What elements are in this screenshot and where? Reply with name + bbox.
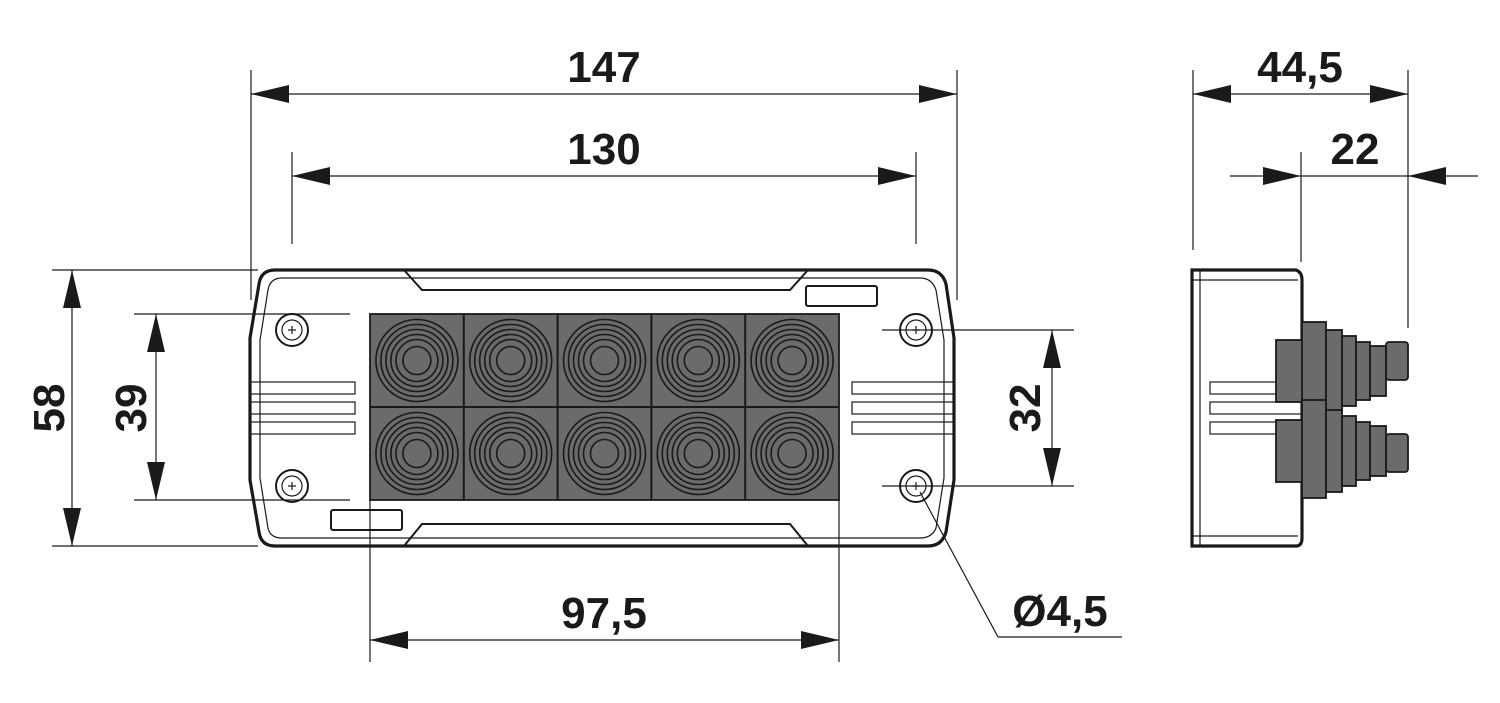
dim-overall-height: 58 bbox=[25, 384, 74, 433]
side-housing bbox=[1190, 268, 1304, 548]
dim-hole-diameter: Ø4,5 bbox=[1012, 587, 1107, 636]
bottom-rib bbox=[403, 523, 809, 547]
front-view bbox=[248, 268, 956, 548]
label-pad-top bbox=[805, 285, 878, 307]
dim-connector-depth: 22 bbox=[1331, 125, 1380, 174]
side-view bbox=[1190, 268, 1409, 548]
top-rib bbox=[403, 269, 809, 291]
mounting-hole-bottom-left bbox=[275, 469, 309, 503]
grommet bbox=[462, 314, 553, 407]
label-pad-bottom bbox=[330, 509, 403, 531]
grommet bbox=[556, 314, 647, 407]
dim-insert-width: 97,5 bbox=[561, 589, 647, 638]
side-slots-left bbox=[249, 381, 356, 435]
grommet bbox=[462, 407, 553, 500]
dim-hole-spacing-height: 39 bbox=[107, 384, 156, 433]
grommet bbox=[375, 318, 459, 403]
dim-hole-spacing-width: 130 bbox=[567, 125, 640, 174]
dimension-lines bbox=[52, 70, 1478, 662]
cable-gland-bottom bbox=[1275, 399, 1409, 499]
dim-insert-height: 32 bbox=[1001, 384, 1050, 433]
grommet bbox=[375, 411, 459, 496]
grommet-grid bbox=[375, 314, 834, 500]
grommet bbox=[556, 407, 647, 500]
dim-overall-depth: 44,5 bbox=[1257, 43, 1343, 92]
housing-inner-outline bbox=[259, 277, 945, 539]
side-slots-right bbox=[851, 381, 955, 435]
grommet bbox=[744, 314, 834, 407]
dim-overall-width: 147 bbox=[567, 43, 640, 92]
grommet bbox=[650, 314, 741, 407]
grommet bbox=[744, 407, 834, 500]
grommet bbox=[650, 407, 741, 500]
